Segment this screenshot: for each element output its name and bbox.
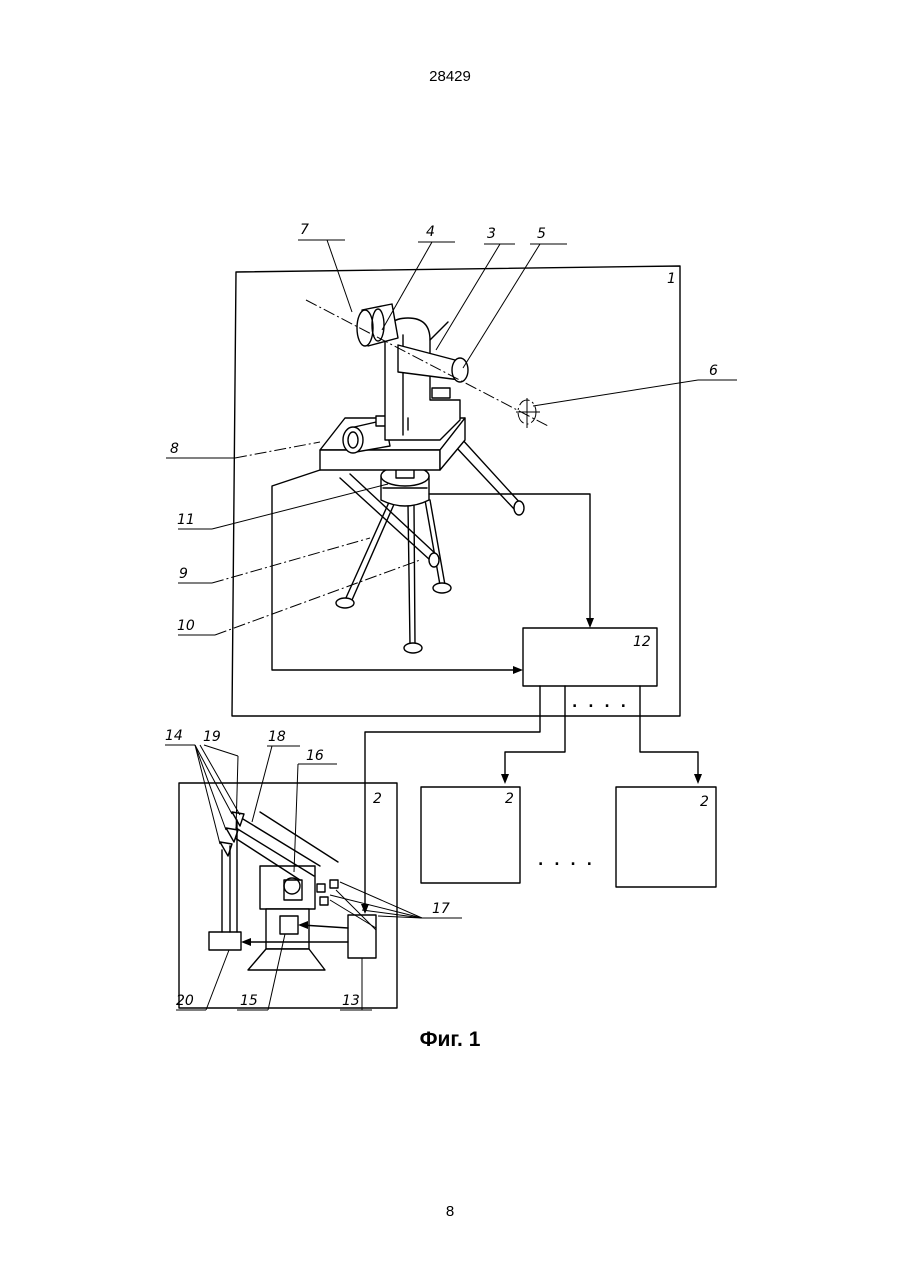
label-17: 17 [432, 901, 450, 917]
label-9: 9 [179, 566, 188, 582]
label-1: 1 [667, 271, 676, 287]
label-16: 16 [306, 748, 324, 764]
target-6 [516, 398, 540, 428]
block-15 [280, 916, 298, 934]
label-7: 7 [300, 222, 309, 238]
block-20 [209, 932, 241, 950]
label-18: 18 [268, 729, 286, 745]
label-14: 14 [165, 728, 183, 744]
ellipsis-bottom: . . . . [538, 853, 595, 869]
label-12: 12 [633, 634, 651, 650]
label-13: 13 [342, 993, 360, 1009]
barrel-4 [357, 304, 398, 346]
ellipsis-top: . . . . [572, 695, 629, 711]
block-13 [348, 915, 376, 958]
label-2c: 2 [700, 794, 709, 810]
label-11: 11 [177, 512, 195, 528]
wires-12-to-units [361, 686, 702, 914]
tripod [336, 500, 451, 653]
page-number: 8 [0, 1203, 900, 1220]
label-5: 5 [537, 226, 546, 242]
label-8: 8 [170, 441, 179, 457]
label-3: 3 [487, 226, 496, 242]
label-2a: 2 [373, 791, 382, 807]
label-19: 19 [203, 729, 221, 745]
label-15: 15 [240, 993, 258, 1009]
label-6: 6 [709, 363, 718, 379]
figure-caption: Фиг. 1 [0, 1028, 900, 1052]
label-10: 10 [177, 618, 195, 634]
label-2b: 2 [505, 791, 514, 807]
label-4: 4 [426, 224, 435, 240]
label-20: 20 [176, 993, 194, 1009]
